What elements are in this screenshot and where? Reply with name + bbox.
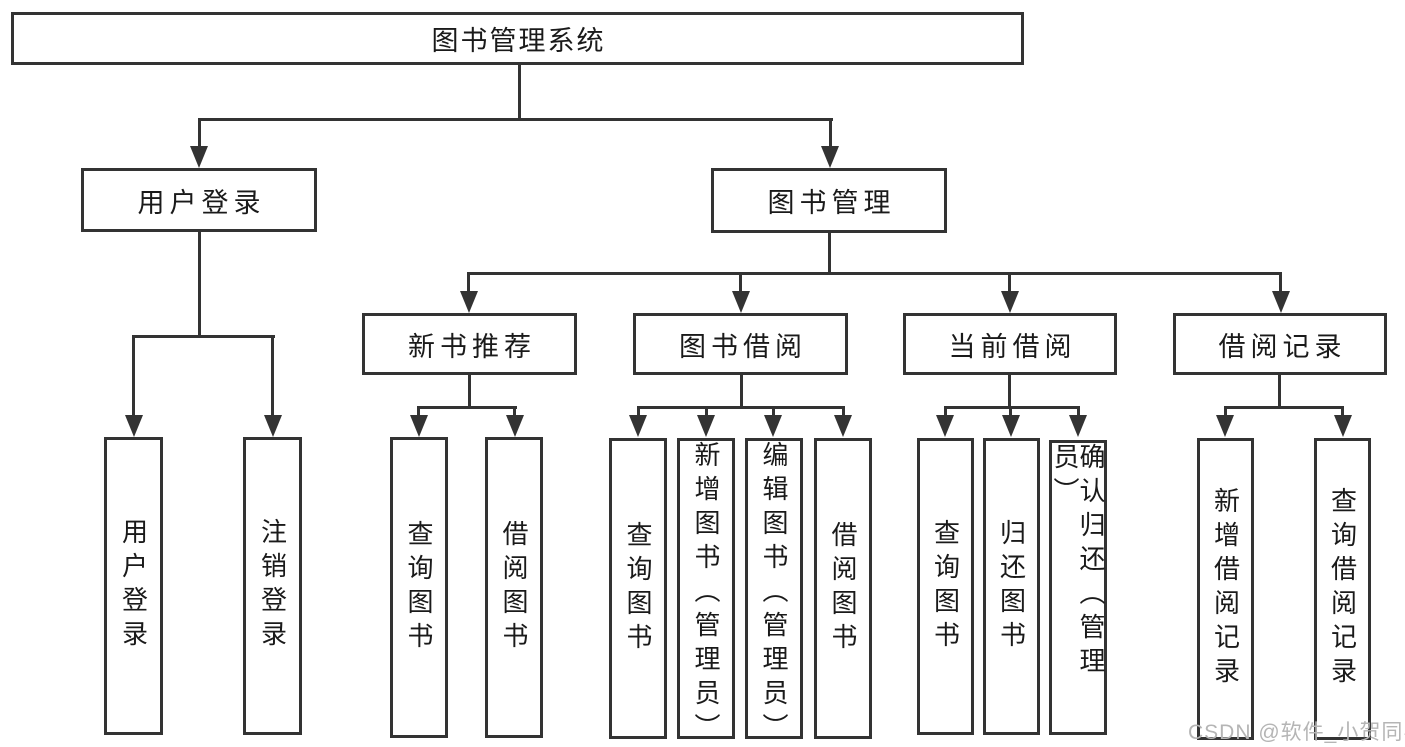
edge-to-user-login — [198, 118, 201, 146]
leaf-user-login: 用户登录 — [104, 437, 163, 735]
arrowhead-cb-return-icon — [1002, 415, 1020, 437]
leaf-newbook-borrow-books: 借阅图书 — [485, 437, 543, 738]
arrowhead-bb-add-icon — [697, 415, 715, 437]
arrowhead-new-book-icon — [460, 291, 478, 313]
leaf-current-return-books: 归还图书 — [983, 438, 1040, 735]
node-new-book-recommend: 新书推荐 — [362, 313, 577, 375]
leaf-borrow-query-books: 查询图书 — [609, 438, 667, 739]
edge-currentborrow-stem — [1008, 375, 1011, 409]
leaf-borrow-add-books-admin: 新增图书（管理员） — [677, 438, 735, 747]
arrowhead-book-management-icon — [821, 146, 839, 168]
leaf-records-query-borrow-record: 查询借阅记录 — [1314, 438, 1371, 740]
edge-currentborrow-rail — [944, 406, 1080, 409]
edge-borrowrecord-rail — [1224, 406, 1344, 409]
arrowhead-bb-borrow-icon — [834, 415, 852, 437]
edge-to-borrow-record — [1279, 272, 1282, 291]
arrowhead-cb-confirm-icon — [1069, 415, 1087, 437]
edge-bookmgmt-stem — [828, 233, 831, 275]
edge-userlogin-rail — [132, 335, 275, 338]
edge-to-book-borrow — [739, 272, 742, 291]
arrowhead-borrow-record-icon — [1272, 291, 1290, 313]
node-borrowing-records: 借阅记录 — [1173, 313, 1387, 375]
arrowhead-nb-borrow-icon — [506, 415, 524, 437]
leaf-borrow-borrow-books: 借阅图书 — [814, 438, 872, 739]
edge-to-bb-edit — [772, 406, 775, 415]
arrowhead-cb-query-icon — [936, 415, 954, 437]
edge-to-current-borrow — [1008, 272, 1011, 291]
edge-to-book-management — [829, 118, 832, 146]
node-book-management: 图书管理 — [711, 168, 947, 233]
edge-to-leaf-user-login — [132, 335, 135, 415]
edge-to-bb-borrow — [842, 406, 845, 415]
edge-bookborrow-stem — [740, 375, 743, 409]
edge-bookmgmt-rail — [467, 272, 1282, 275]
leaf-records-add-borrow-record: 新增借阅记录 — [1197, 438, 1254, 740]
node-user-login: 用户登录 — [81, 168, 317, 232]
arrowhead-leaf-logout-icon — [264, 415, 282, 437]
edge-userlogin-stem — [198, 232, 201, 338]
edge-to-br-query — [1341, 406, 1344, 415]
edge-to-bb-query — [637, 406, 640, 415]
leaf-logout: 注销登录 — [243, 437, 302, 735]
arrowhead-br-add-icon — [1216, 415, 1234, 437]
leaf-current-confirm-return-admin: 确认归还（管理员） — [1049, 440, 1107, 735]
arrowhead-bb-query-icon — [629, 415, 647, 437]
edge-newbook-rail — [417, 406, 517, 409]
csdn-watermark: CSDN @软件_小贺同学 — [1188, 721, 1405, 744]
leaf-current-query-books: 查询图书 — [917, 438, 974, 735]
leaf-borrow-edit-books-admin: 编辑图书（管理员） — [745, 438, 803, 747]
edge-bookborrow-rail — [637, 406, 845, 409]
edge-to-leaf-logout — [271, 335, 274, 415]
edge-to-bb-add — [705, 406, 708, 415]
edge-borrowrecord-stem — [1278, 375, 1281, 409]
arrowhead-user-login-icon — [190, 146, 208, 168]
arrowhead-current-borrow-icon — [1001, 291, 1019, 313]
leaf-newbook-query-books: 查询图书 — [390, 437, 448, 738]
edge-to-br-add — [1224, 406, 1227, 415]
edge-newbook-stem — [468, 375, 471, 409]
edge-to-cb-return — [1009, 406, 1012, 415]
node-library-management-system: 图书管理系统 — [11, 12, 1024, 65]
edge-root-rail — [198, 118, 833, 121]
node-book-borrowing: 图书借阅 — [633, 313, 848, 375]
edge-root-stem — [518, 64, 521, 120]
arrowhead-bb-edit-icon — [764, 415, 782, 437]
arrowhead-leaf-user-login-icon — [125, 415, 143, 437]
edge-to-nb-borrow — [513, 406, 516, 415]
arrowhead-nb-query-icon — [410, 415, 428, 437]
edge-to-new-book — [467, 272, 470, 291]
arrowhead-br-query-icon — [1334, 415, 1352, 437]
edge-to-nb-query — [417, 406, 420, 415]
edge-to-cb-query — [944, 406, 947, 415]
arrowhead-book-borrow-icon — [732, 291, 750, 313]
node-current-borrowing: 当前借阅 — [903, 313, 1117, 375]
edge-to-cb-confirm — [1077, 406, 1080, 415]
